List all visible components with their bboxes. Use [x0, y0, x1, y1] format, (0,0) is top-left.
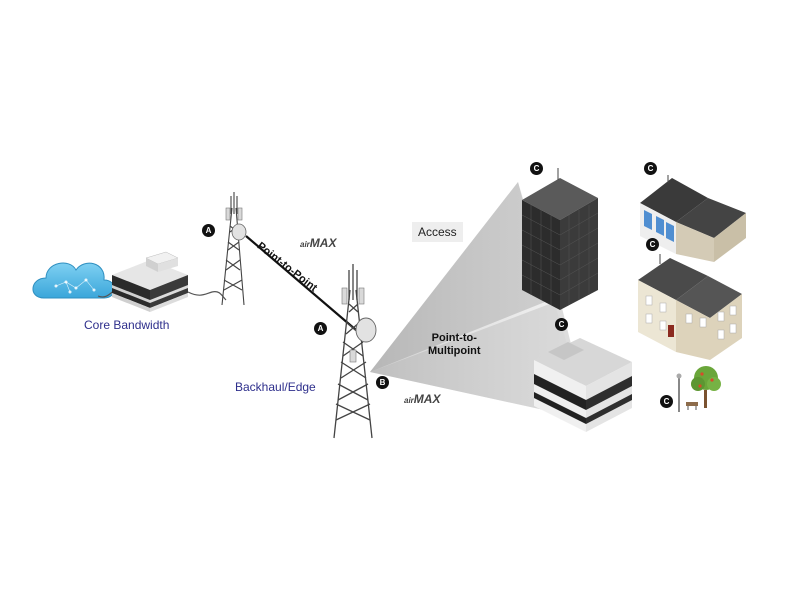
office-building: [521, 168, 599, 310]
core-data-center: [112, 251, 188, 312]
badge-c: C: [646, 238, 659, 251]
cloud-icon: [32, 262, 115, 299]
tower-a-antennas: [225, 207, 247, 241]
customer-building: [534, 338, 632, 432]
airmax-logo: airMAX: [404, 392, 440, 406]
sector-antenna-icon: [349, 349, 357, 363]
badge-c: C: [644, 162, 657, 175]
airmax-logo-prefix: air: [300, 240, 310, 249]
point-to-multipoint-label: Point-to- Multipoint: [428, 332, 481, 358]
access-label: Access: [412, 222, 463, 242]
airmax-logo: airMAX: [300, 236, 336, 250]
badge-a: A: [314, 322, 327, 335]
point-to-point-link: [245, 235, 357, 331]
tower-cable: [187, 291, 227, 301]
tower-b: [333, 264, 373, 439]
point-to-multipoint-line1: Point-to-: [431, 332, 477, 344]
point-to-multipoint-line2: Multipoint: [428, 345, 481, 357]
dish-antenna-icon: [355, 317, 377, 343]
dish-antenna-icon: [231, 223, 247, 241]
badge-c: C: [530, 162, 543, 175]
house-large: [638, 254, 742, 360]
street-scene: [676, 366, 721, 412]
airmax-logo-name: MAX: [309, 236, 337, 250]
badge-b: B: [376, 376, 389, 389]
airmax-logo-prefix: air: [404, 396, 414, 405]
badge-c: C: [660, 395, 673, 408]
airmax-logo-name: MAX: [413, 392, 441, 406]
badge-a: A: [202, 224, 215, 237]
badge-c: C: [555, 318, 568, 331]
backhaul-edge-label: Backhaul/Edge: [235, 380, 316, 394]
house-blue-windows: [640, 175, 746, 262]
core-bandwidth-label: Core Bandwidth: [84, 318, 170, 332]
tower-b-antennas: [341, 287, 377, 363]
